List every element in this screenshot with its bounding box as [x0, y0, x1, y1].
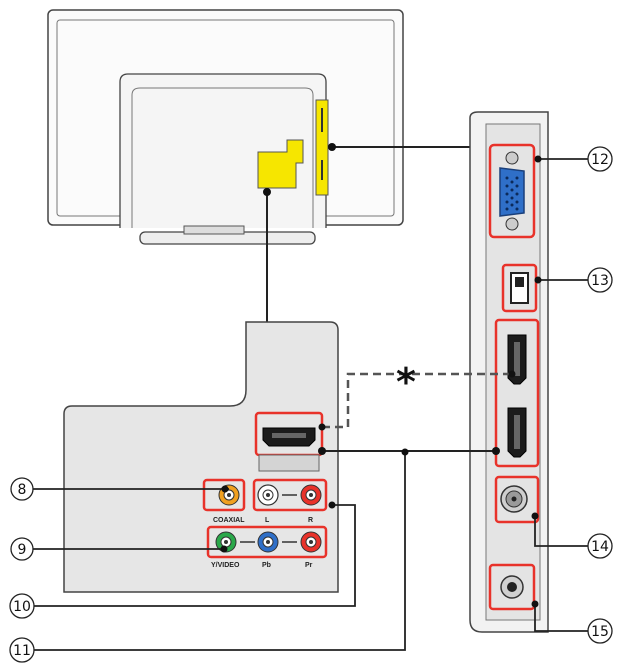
vga-port	[499, 167, 525, 217]
callout-14-label: 14	[591, 539, 609, 555]
optional-hdmi-cable	[322, 372, 512, 429]
callout-9-label: 9	[18, 542, 27, 558]
bottom-connector-panel: COAXIAL L R Y/VIDEO Pb Pr	[63, 321, 339, 593]
component-outline	[206, 525, 328, 559]
side-hdmi-outline	[494, 318, 540, 468]
callout-11-label: 11	[13, 643, 31, 659]
side-connector-panel	[469, 111, 549, 633]
callout-12: 12	[587, 146, 613, 172]
antenna-outline	[494, 475, 540, 524]
audio-r-label: R	[308, 517, 313, 524]
coaxial-outline	[202, 478, 246, 512]
coaxial-label: COAXIAL	[213, 517, 245, 524]
pr-label: Pr	[305, 562, 313, 569]
callout-8: 8	[10, 477, 34, 501]
callout-10: 10	[9, 593, 35, 619]
headphone-outline	[488, 563, 536, 611]
callout-9: 9	[10, 537, 34, 561]
rear-port-area-highlight	[257, 139, 304, 189]
callout-11: 11	[9, 637, 35, 663]
y-video-label: Y/VIDEO	[211, 562, 240, 569]
callout-13: 13	[587, 267, 613, 293]
side-port-area-highlight	[315, 99, 329, 196]
callout-15-label: 15	[591, 624, 609, 640]
callout-14: 14	[587, 533, 613, 559]
callout-13-label: 13	[591, 273, 609, 289]
callout-8-label: 8	[18, 482, 27, 498]
audio-lr-outline	[252, 478, 328, 512]
pb-label: Pb	[262, 562, 271, 569]
audio-l-label: L	[265, 517, 270, 524]
asterisk-mark: *	[396, 360, 416, 404]
tv-rear-view	[47, 9, 404, 245]
callout-15: 15	[587, 618, 613, 644]
callout-12-label: 12	[591, 152, 609, 168]
vga-outline	[488, 143, 536, 239]
callout-10-label: 10	[13, 599, 31, 615]
usb-outline	[501, 263, 538, 313]
